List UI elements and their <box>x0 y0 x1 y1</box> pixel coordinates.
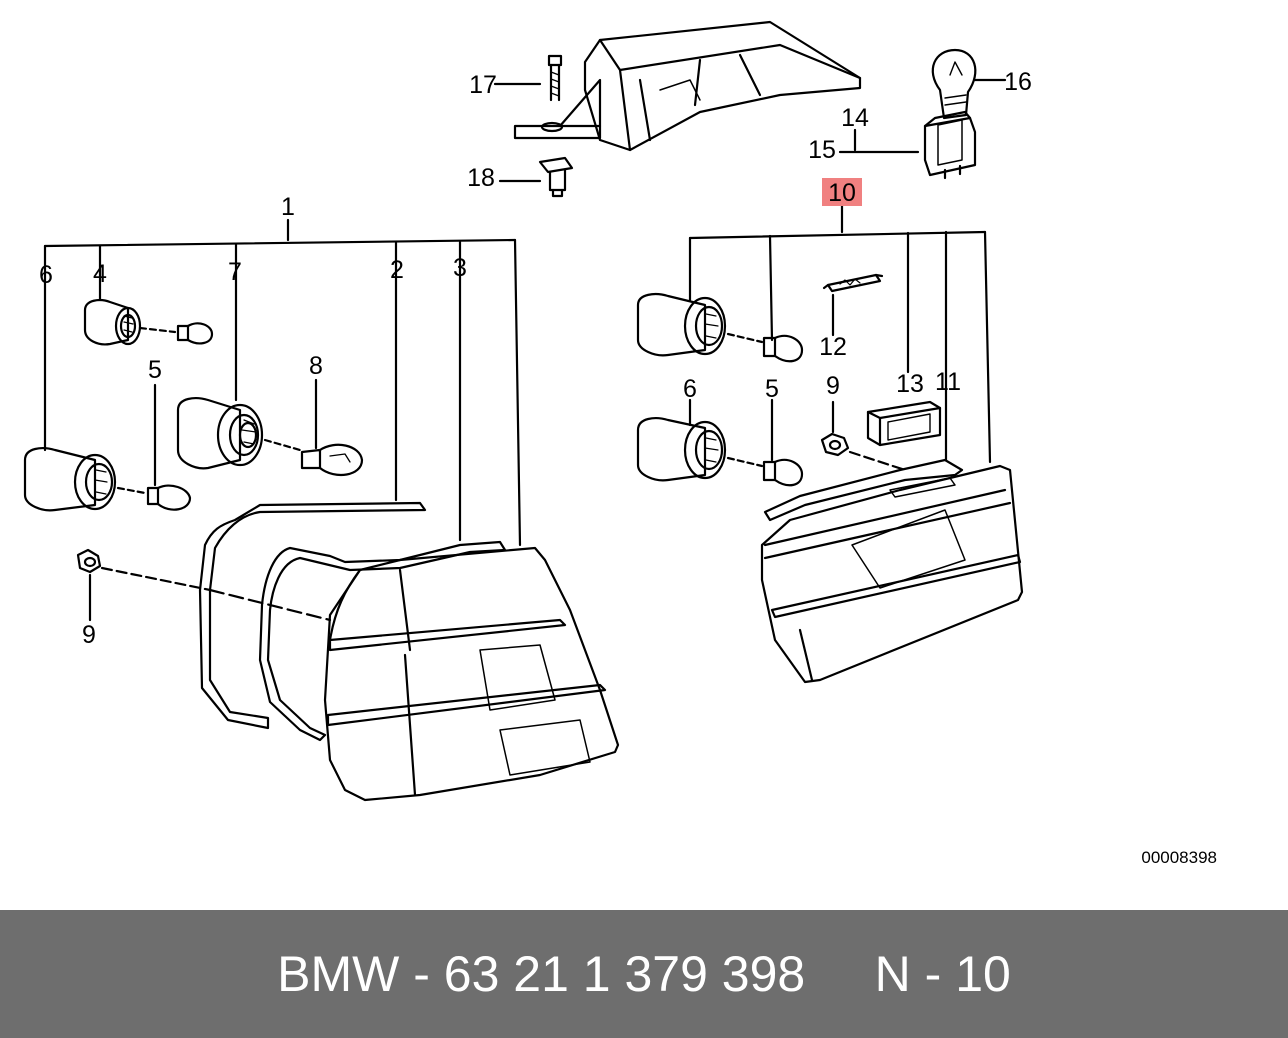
bulb-5-upper-right <box>762 334 804 363</box>
callout-9-right: 9 <box>826 372 840 400</box>
axis-7 <box>263 438 302 452</box>
screw-9-right <box>820 432 850 457</box>
callout-12: 12 <box>819 333 847 361</box>
reference-code: 00008398 <box>1141 848 1217 867</box>
axis-9-left-b <box>208 588 332 622</box>
axis-6-left <box>116 486 147 495</box>
axis-4 <box>138 326 177 334</box>
gasket-3 <box>258 540 507 742</box>
callout-10: 10 <box>828 179 856 207</box>
socket-4 <box>83 299 142 346</box>
axis-9-left <box>100 566 212 592</box>
callout-11: 11 <box>935 368 961 396</box>
brake-light-housing <box>513 20 862 152</box>
callout-4: 4 <box>93 260 107 288</box>
callout-7: 7 <box>228 258 242 286</box>
bulb-8 <box>300 443 364 477</box>
socket-6-right-lower <box>636 417 727 482</box>
callout-6-left: 6 <box>39 261 53 289</box>
bulb-5-lower-left <box>146 484 192 511</box>
callouts: 1 2 3 4 6 7 5 8 9 17 18 14 15 16 10 12 6… <box>39 68 1032 649</box>
tail-light-exploded-view: 1 2 3 4 6 7 5 8 9 17 18 14 15 16 10 12 6… <box>23 20 1217 867</box>
callout-15: 15 <box>808 136 836 164</box>
callout-8: 8 <box>309 352 323 380</box>
callout-5-left: 5 <box>148 356 162 384</box>
leader-bracket-10 <box>688 204 992 464</box>
socket-6-left <box>23 447 117 512</box>
part-number-label: BMW - 63 21 1 379 398 N - 10 <box>277 946 1011 1002</box>
screw-17 <box>547 54 563 102</box>
clip-13 <box>866 400 942 447</box>
axis-9-right <box>848 450 907 472</box>
callout-17: 17 <box>469 71 497 99</box>
screw-9-left <box>76 548 102 574</box>
gasket-11 <box>763 458 964 522</box>
callout-3: 3 <box>453 254 467 282</box>
axis-6-right-lower <box>726 456 764 468</box>
socket-15 <box>923 110 977 180</box>
callout-13: 13 <box>896 370 924 398</box>
leader-bracket-1 <box>43 218 522 547</box>
callout-1: 1 <box>281 193 295 221</box>
bulb-5-upper-left <box>176 322 214 345</box>
axis-6-right-upper <box>726 332 764 344</box>
highlight-box <box>822 178 862 206</box>
bulb-16 <box>931 48 977 120</box>
bulb-5-lower-right <box>762 458 804 487</box>
clip-18 <box>538 156 574 198</box>
left-tail-lens <box>323 546 620 802</box>
callout-16: 16 <box>1004 68 1032 96</box>
callout-14: 14 <box>841 104 869 132</box>
callout-18: 18 <box>467 164 495 192</box>
callout-9-left: 9 <box>82 621 96 649</box>
socket-7 <box>176 397 264 470</box>
parts-diagram: 1 2 3 4 6 7 5 8 9 17 18 14 15 16 10 12 6… <box>23 20 1217 867</box>
right-inner-lens <box>760 464 1024 684</box>
footer-banner: BMW - 63 21 1 379 398 N - 10 <box>0 910 1288 1038</box>
callout-5-right: 5 <box>765 375 779 403</box>
callout-2: 2 <box>390 256 404 284</box>
socket-6-right-upper <box>636 293 727 357</box>
gasket-2 <box>198 501 427 730</box>
festoon-bulb-12 <box>822 273 884 293</box>
callout-6-right: 6 <box>683 375 697 403</box>
